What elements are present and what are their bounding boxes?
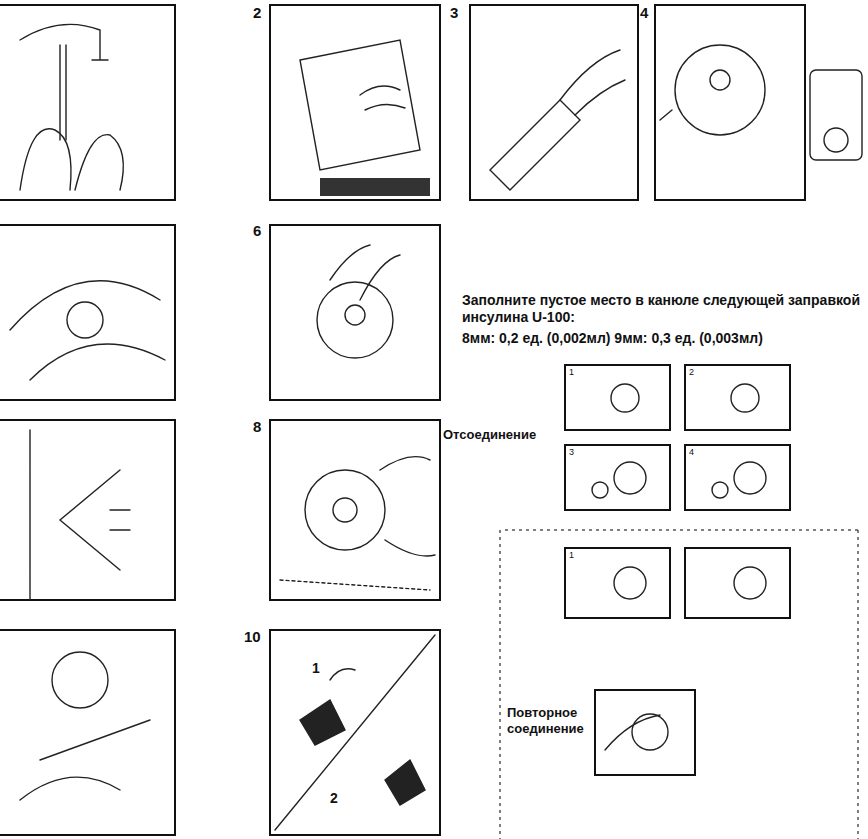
inserter-sketch [490, 100, 580, 190]
finger-sketch [330, 245, 400, 300]
part-sketch [385, 760, 425, 805]
set-sketch [333, 498, 357, 522]
water-sketch [60, 45, 66, 140]
tube-sketch [660, 110, 672, 120]
hand-sketch [605, 715, 660, 750]
hand-sketch [560, 50, 625, 115]
set-sketch [52, 652, 108, 708]
step-number: 8 [253, 418, 261, 436]
panel-frame [565, 548, 670, 618]
set-sketch [614, 567, 646, 599]
callout-number: 4 [689, 447, 694, 458]
set-sketch [731, 384, 759, 412]
set-sketch [611, 384, 639, 412]
wipe-sketch [300, 40, 420, 170]
set-sketch [67, 302, 103, 338]
callout-number: 1 [569, 550, 574, 561]
set-sketch [734, 462, 766, 494]
dotted-line [499, 530, 501, 839]
step-number: 4 [640, 4, 648, 22]
callout-number: 1 [312, 660, 320, 677]
dashed-enclosure [500, 530, 860, 839]
set-sketch [675, 45, 765, 135]
callout-number: 1 [569, 367, 574, 378]
dotted-line [505, 529, 860, 531]
finger-sketch [360, 86, 405, 110]
panel-frame [565, 365, 670, 430]
body-sketch [30, 430, 120, 600]
callout-number: 3 [569, 447, 574, 458]
packet-sketch [320, 178, 430, 196]
panel-frame [0, 225, 175, 400]
section-label: Повторное соединение [507, 705, 592, 736]
set-sketch [632, 714, 668, 750]
set-sketch [345, 305, 365, 325]
panel-frame [0, 420, 175, 600]
panel-frame [0, 5, 175, 200]
diagonal-divider [275, 635, 435, 830]
panel-frame [595, 690, 695, 775]
panel-frame [0, 630, 175, 835]
set-sketch [710, 70, 730, 90]
panel-frame [655, 5, 805, 200]
hands-sketch [20, 129, 123, 190]
step-number: 10 [244, 628, 261, 646]
panel-frame [270, 225, 440, 400]
panel-frame [685, 445, 790, 510]
set-sketch [614, 462, 646, 494]
arrow-sketch [110, 510, 130, 530]
dotted-line [857, 530, 859, 839]
instruction-text: Заполните пустое место в канюле следующе… [462, 292, 862, 326]
panel-frame [270, 630, 440, 835]
finger-sketch [380, 457, 435, 556]
callout-number: 2 [330, 790, 338, 807]
set-sketch [317, 282, 393, 358]
set-sketch [734, 567, 766, 599]
connector-sketch [712, 482, 728, 498]
pump-sketch [810, 70, 862, 160]
sketches [10, 24, 862, 830]
panel-frame [270, 420, 440, 600]
panel-frame [270, 5, 440, 200]
pump-sketch [824, 128, 848, 152]
panel-frame [685, 365, 790, 430]
skin-sketch [280, 580, 430, 590]
step-number: 3 [450, 4, 458, 22]
part-sketch [300, 700, 345, 745]
tap-sketch [20, 24, 108, 60]
connector-sketch [592, 482, 608, 498]
arrow-sketch [330, 669, 355, 680]
panel-frame [685, 548, 790, 618]
panel-frame [565, 445, 670, 510]
step-number: 2 [253, 4, 261, 22]
set-sketch [305, 470, 385, 550]
hand-sketch [10, 281, 165, 380]
callout-number: 2 [689, 367, 694, 378]
hand-sketch [20, 720, 150, 800]
dose-text: 8мм: 0,2 ед. (0,002мл) 9мм: 0,3 ед. (0,0… [462, 330, 862, 347]
panel-frames [0, 5, 805, 835]
section-label: Отсоединение [443, 427, 561, 443]
step-number: 6 [253, 222, 261, 240]
panel-frame [470, 5, 638, 200]
